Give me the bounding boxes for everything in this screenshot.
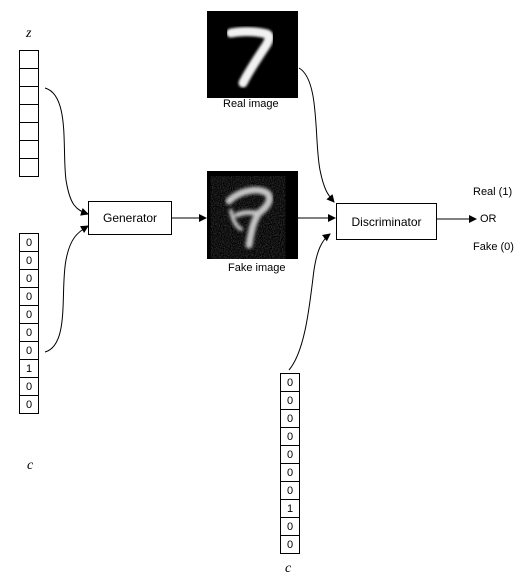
c-bottom-label: c xyxy=(285,561,292,576)
c-left-vector-cell: 0 xyxy=(19,234,39,252)
output-or-label: OR xyxy=(480,213,497,225)
discriminator-box: Discriminator xyxy=(336,203,437,240)
c-left-vector-cell: 0 xyxy=(19,306,39,324)
c-left-vector-cell: 0 xyxy=(19,324,39,342)
z-vector-cell xyxy=(19,123,39,141)
c-bottom-vector-cell: 0 xyxy=(280,482,300,500)
c-bottom-vector-cell: 0 xyxy=(280,536,300,554)
z-vector-cell xyxy=(19,87,39,105)
z-vector-cell xyxy=(19,159,39,177)
c-bottom-vector-cell: 1 xyxy=(280,500,300,518)
z-to-generator-arrow xyxy=(44,87,89,216)
c-left-vector-cell: 0 xyxy=(19,342,39,360)
fake-image-seven xyxy=(207,171,298,259)
z-vector-cell xyxy=(19,105,39,123)
c-bottom-vector-cell: 0 xyxy=(280,392,300,410)
c-bottom-vector-cell: 0 xyxy=(280,374,300,392)
c-bottom-vector-cell: 0 xyxy=(280,464,300,482)
fake-image-label: Fake image xyxy=(228,262,286,274)
real-image-seven xyxy=(207,11,298,98)
c-left-label: c xyxy=(27,458,34,473)
real-image-label: Real image xyxy=(223,98,279,110)
c-bottom-vector-cell: 0 xyxy=(280,518,300,536)
z-vector-cell xyxy=(19,51,39,69)
c-left-vector-cell: 1 xyxy=(19,360,39,378)
c-bottom-vector-cell: 0 xyxy=(280,428,300,446)
output-fake-label: Fake (0) xyxy=(473,241,514,253)
c-left-vector-cell: 0 xyxy=(19,378,39,396)
z-noise-vector xyxy=(19,50,39,177)
c-bottom-vector-cell: 0 xyxy=(280,410,300,428)
c-left-vector-cell: 0 xyxy=(19,396,39,414)
c-to-generator-arrow xyxy=(44,225,89,353)
c-to-discriminator-arrow xyxy=(288,233,331,371)
c-left-vector-cell: 0 xyxy=(19,270,39,288)
z-label: z xyxy=(26,26,32,41)
c-left-vector-cell: 0 xyxy=(19,252,39,270)
generator-box: Generator xyxy=(88,201,172,235)
c-bottom-vector-cell: 0 xyxy=(280,446,300,464)
z-vector-cell xyxy=(19,141,39,159)
real-to-discriminator-arrow xyxy=(298,67,335,203)
c-left-vector-cell: 0 xyxy=(19,288,39,306)
z-vector-cell xyxy=(19,69,39,87)
output-real-label: Real (1) xyxy=(473,186,513,198)
